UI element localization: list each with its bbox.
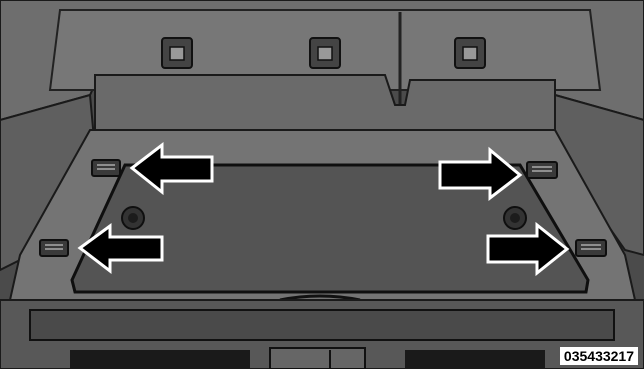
tie-down-anchor-rear-left [40, 240, 68, 256]
seat-latch-center [310, 38, 340, 68]
sill-vent-left [70, 350, 250, 369]
seat-latch-left [162, 38, 192, 68]
sill-trim [30, 310, 614, 340]
floor-hole-right [504, 207, 526, 229]
tie-down-anchor-front-right [527, 162, 557, 178]
sill-latch [270, 348, 365, 369]
sill-vent-right [405, 350, 545, 369]
tie-down-anchor-front-left [92, 160, 120, 176]
seat-bench [95, 75, 555, 130]
image-code-label: 035433217 [560, 347, 638, 365]
seat-latch-right [455, 38, 485, 68]
tie-down-anchor-rear-right [576, 240, 606, 256]
floor-hole-left [122, 207, 144, 229]
